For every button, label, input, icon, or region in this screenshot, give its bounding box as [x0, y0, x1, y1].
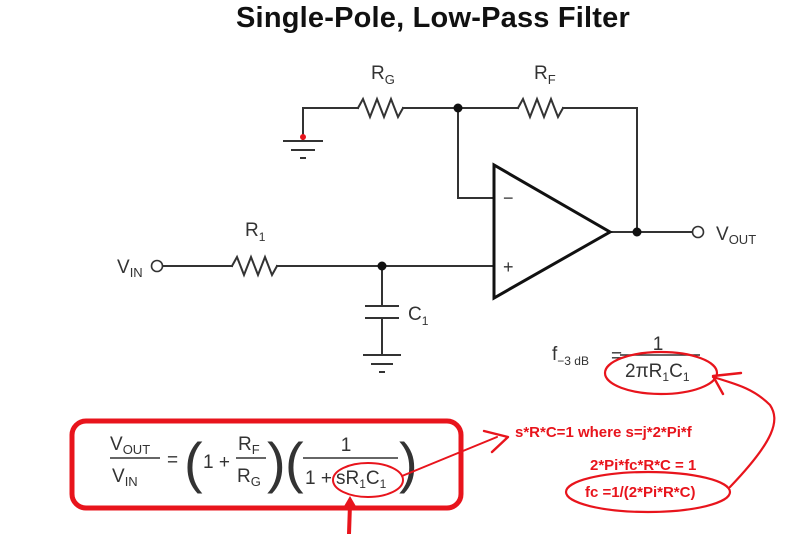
transfer-function-formula: VOUT VIN = ( 1 + RF RG ) ( 1 1 +sR1C1 ) [110, 431, 418, 494]
label-vin: VIN [117, 257, 143, 280]
label-r1: R1 [245, 220, 266, 244]
tf-rf: RF [238, 434, 260, 457]
opamp-noninverting-sign: + [503, 257, 514, 277]
label-c1: C1 [408, 304, 429, 328]
annotation-text-line2: 2*Pi*fc*R*C = 1 [590, 457, 696, 474]
annotation-box-transfer-function [69, 418, 464, 511]
annotation-text-line3: fc =1/(2*Pi*R*C) [585, 484, 695, 501]
resistor-rf [516, 96, 565, 120]
annotation-arrowhead-note [482, 429, 510, 454]
wire-rf-to-output [562, 107, 638, 233]
annotation-circle-sr1c1 [332, 462, 404, 498]
annotation-curve-to-cutoff [711, 375, 776, 489]
resistor-r1 [230, 254, 279, 278]
annotation-pointer-stem [347, 502, 352, 534]
label-vout: VOUT [716, 224, 756, 247]
cutoff-equals: = [611, 346, 622, 367]
ground-marker-dot [300, 134, 306, 140]
cutoff-lhs: f−3 dB [552, 344, 589, 368]
cutoff-numerator: 1 [653, 334, 664, 355]
tf-denominator-vin: VIN [112, 466, 138, 489]
tf-paren-open-1: ( [184, 431, 203, 494]
annotation-circle-cutoff-denominator [603, 350, 719, 396]
junction-node-input [377, 261, 387, 271]
wire-ground-to-rg [302, 107, 359, 141]
annotation-circle-fc-formula [564, 470, 732, 514]
tf-numerator-vout: VOUT [110, 434, 150, 457]
opamp-inverting-sign: − [503, 188, 514, 208]
tf-rg: RG [237, 466, 261, 489]
cutoff-frequency-formula: f−3 dB = 1 2πR1C1 [552, 334, 700, 384]
opamp-triangle [492, 162, 614, 301]
tf-term1-one: 1 + [203, 452, 230, 473]
wire-node-to-inverting [457, 107, 495, 199]
ground-symbol-rg [283, 140, 323, 159]
junction-node-output [632, 227, 642, 237]
resistor-rg [356, 96, 405, 120]
vout-terminal [691, 225, 705, 239]
tf-equals: = [167, 450, 178, 471]
annotation-arrowhead-cutoff [711, 371, 743, 396]
tf-term2-numerator: 1 [341, 435, 352, 456]
label-rf: RF [534, 63, 556, 87]
annotation-text-line1: s*R*C=1 where s=j*2*Pi*f [515, 424, 693, 441]
label-rg: RG [371, 63, 395, 87]
vin-terminal [150, 259, 164, 273]
tf-paren-open-2: ( [285, 431, 304, 494]
tf-paren-close-1: ) [267, 431, 286, 494]
annotation-pointer-head [343, 496, 357, 508]
page-title: Single-Pole, Low-Pass Filter [236, 2, 630, 34]
ground-symbol-c1 [363, 354, 401, 373]
junction-node-top [453, 103, 463, 113]
annotation-line-to-note [401, 436, 498, 477]
cutoff-denominator: 2πR1C1 [625, 361, 690, 384]
tf-term2-denominator: 1 +sR1C1 [305, 468, 387, 491]
